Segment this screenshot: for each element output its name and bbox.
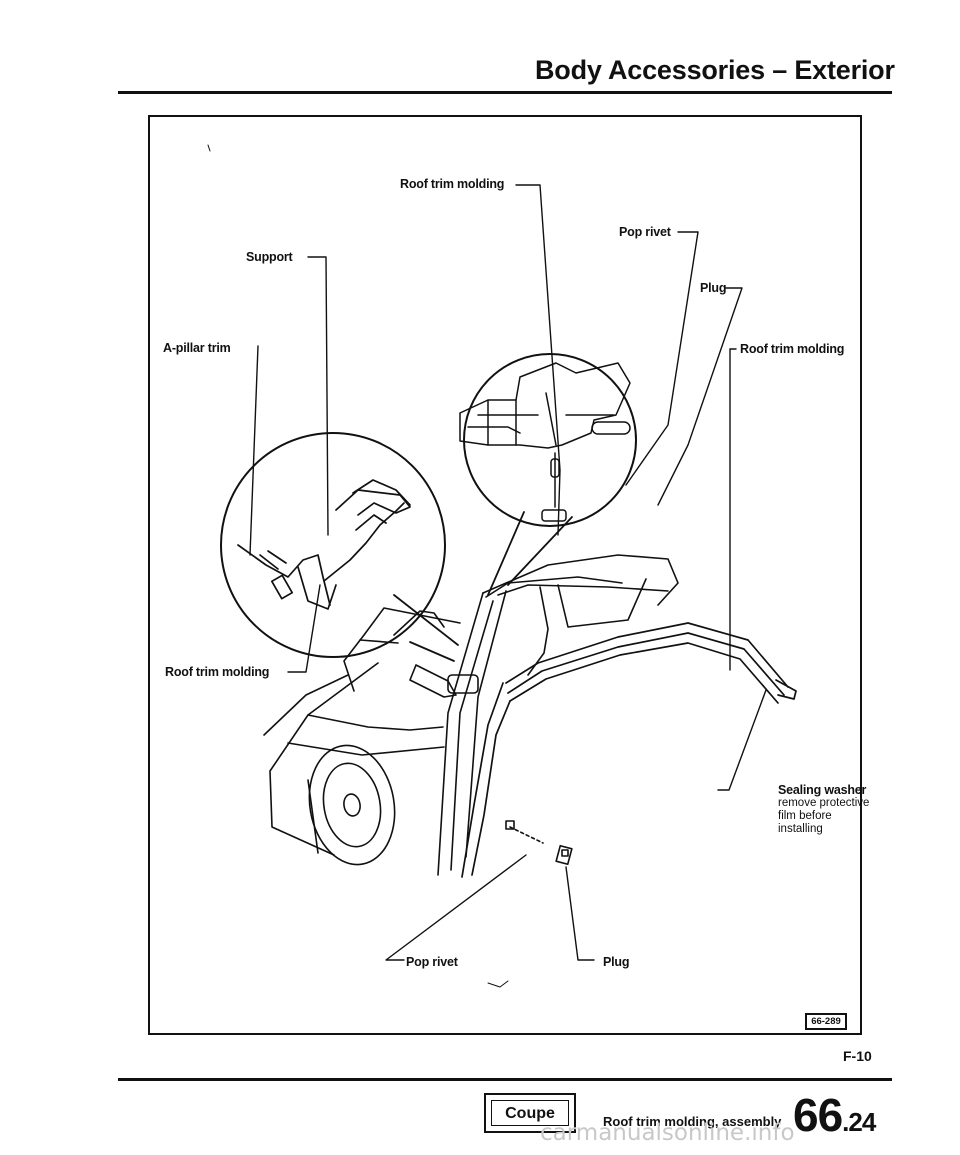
- detail-circle-clip: [463, 353, 637, 527]
- note-sealing-washer-line-3: installing: [778, 823, 823, 835]
- page-number: 66.24: [793, 1089, 876, 1145]
- model-badge: Coupe: [484, 1093, 576, 1133]
- label-plug-bottom: Plug: [603, 955, 630, 969]
- page-number-major: 66: [793, 1089, 843, 1141]
- label-pop-rivet-bottom: Pop rivet: [406, 955, 458, 969]
- label-support: Support: [246, 250, 293, 264]
- footer-caption: Roof trim molding, assembly: [603, 1114, 782, 1129]
- watermark: carmanualsonline.info: [540, 1120, 795, 1146]
- model-badge-label: Coupe: [491, 1100, 569, 1126]
- note-sealing-washer-line-2: film before: [778, 810, 832, 822]
- label-roof-trim-molding-right: Roof trim molding: [740, 342, 845, 356]
- figure-id-box: 66-289: [805, 1013, 847, 1030]
- label-roof-trim-molding-top: Roof trim molding: [400, 177, 505, 191]
- header-rule: [118, 91, 892, 94]
- label-sealing-washer: Sealing washer: [778, 783, 867, 797]
- scan-marks: [207, 144, 509, 988]
- note-sealing-washer-line-1: remove protective: [778, 797, 870, 809]
- detail-circle-pillar: [220, 432, 446, 658]
- page-number-minor: .24: [842, 1107, 876, 1137]
- label-roof-trim-molding-left: Roof trim molding: [165, 665, 270, 679]
- lower-fasteners: [505, 820, 573, 866]
- figure-reference: F-10: [843, 1048, 872, 1064]
- page-header-title: Body Accessories – Exterior: [535, 55, 895, 85]
- roof-trim-diagram: [207, 144, 797, 988]
- car-body: [263, 554, 679, 876]
- pillar-detail: [237, 479, 411, 610]
- footer-rule: [118, 1078, 892, 1081]
- leader-lines: [249, 184, 767, 961]
- label-pop-rivet-top: Pop rivet: [619, 225, 671, 239]
- label-plug-top: Plug: [700, 281, 727, 295]
- clip-detail: [459, 362, 631, 522]
- roof-molding: [461, 622, 797, 878]
- label-a-pillar-trim: A-pillar trim: [163, 341, 231, 355]
- figure-frame: [148, 115, 862, 1035]
